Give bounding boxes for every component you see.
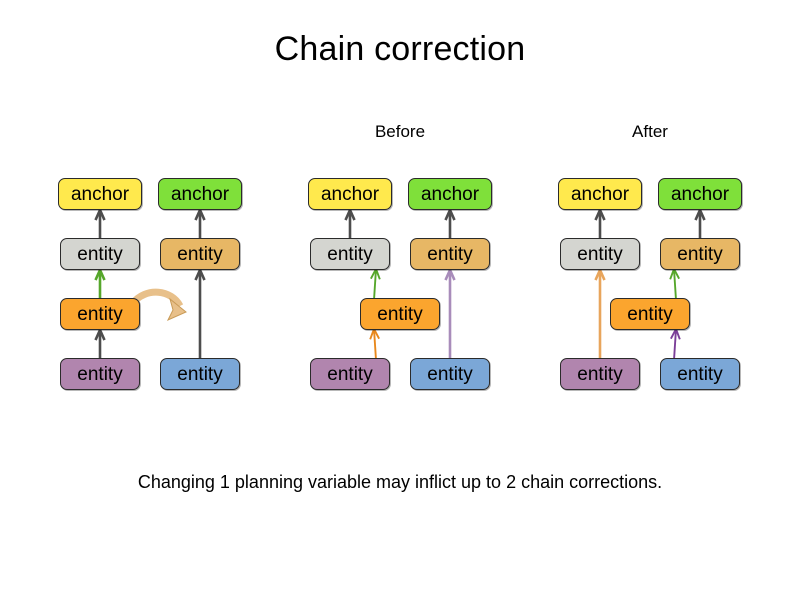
panel-label-after: After <box>632 122 668 141</box>
node-b-entity-tan: entity <box>410 238 490 270</box>
node-label: entity <box>77 243 123 265</box>
arrow-before-2-head <box>370 266 381 280</box>
caption-text: Changing 1 planning variable may inflict… <box>137 472 663 492</box>
arrow-after-3-head <box>669 266 680 280</box>
node-a-anchor-right: anchor <box>658 178 742 210</box>
node-o-entity-orange: entity <box>60 298 140 330</box>
node-label: entity <box>377 303 423 325</box>
arrow-after-0-head <box>594 206 606 221</box>
node-o-entity-tan: entity <box>160 238 240 270</box>
arrow-after-2-head <box>594 266 606 281</box>
node-label: entity <box>577 363 623 385</box>
arrow-original-0-head <box>94 206 106 221</box>
node-label: entity <box>677 363 723 385</box>
page-title: Chain correction <box>274 30 526 68</box>
arrow-original-5-head <box>166 297 187 322</box>
node-label: anchor <box>70 183 130 205</box>
arrow-original-2-head <box>94 266 106 281</box>
node-label: entity <box>77 303 123 325</box>
node-label: entity <box>177 243 223 265</box>
node-label: anchor <box>320 183 380 205</box>
node-a-entity-orange: entity <box>610 298 690 330</box>
node-a-entity-purple: entity <box>560 358 640 390</box>
node-label: anchor <box>420 183 480 205</box>
node-label: anchor <box>670 183 730 205</box>
node-label: entity <box>627 303 673 325</box>
arrow-original-1-head <box>194 206 206 221</box>
arrow-after-4-shaft <box>673 328 677 361</box>
node-label: anchor <box>570 183 630 205</box>
arrow-before-4-head <box>444 266 456 281</box>
arrow-after-3-shaft <box>673 268 677 301</box>
node-label: entity <box>327 363 373 385</box>
node-o-anchor-left: anchor <box>58 178 142 210</box>
node-label: entity <box>427 363 473 385</box>
arrow-before-3-head <box>369 326 380 340</box>
node-label: anchor <box>170 183 230 205</box>
node-o-entity-gray: entity <box>60 238 140 270</box>
node-b-anchor-right: anchor <box>408 178 492 210</box>
node-a-entity-gray: entity <box>560 238 640 270</box>
node-label: entity <box>677 243 723 265</box>
arrow-before-0-head <box>344 206 356 221</box>
arrow-original-4-head <box>194 266 206 281</box>
node-o-anchor-right: anchor <box>158 178 242 210</box>
node-label: entity <box>427 243 473 265</box>
arrow-after-1-head <box>694 206 706 221</box>
node-o-entity-purple: entity <box>60 358 140 390</box>
node-o-entity-blue: entity <box>160 358 240 390</box>
node-b-entity-gray: entity <box>310 238 390 270</box>
arrow-original-3-head <box>94 326 106 341</box>
node-label: entity <box>77 363 123 385</box>
node-b-entity-blue: entity <box>410 358 490 390</box>
node-label: entity <box>177 363 223 385</box>
node-label: entity <box>327 243 373 265</box>
arrow-before-3-shaft <box>373 328 377 361</box>
arrow-after-4-head <box>670 326 681 340</box>
node-a-anchor-left: anchor <box>558 178 642 210</box>
node-a-entity-tan: entity <box>660 238 740 270</box>
node-b-entity-purple: entity <box>310 358 390 390</box>
arrow-before-1-head <box>444 206 456 221</box>
node-label: entity <box>577 243 623 265</box>
arrow-before-2-shaft <box>373 268 377 301</box>
node-a-entity-blue: entity <box>660 358 740 390</box>
node-b-anchor-left: anchor <box>308 178 392 210</box>
node-b-entity-orange: entity <box>360 298 440 330</box>
panel-label-before: Before <box>374 122 426 141</box>
